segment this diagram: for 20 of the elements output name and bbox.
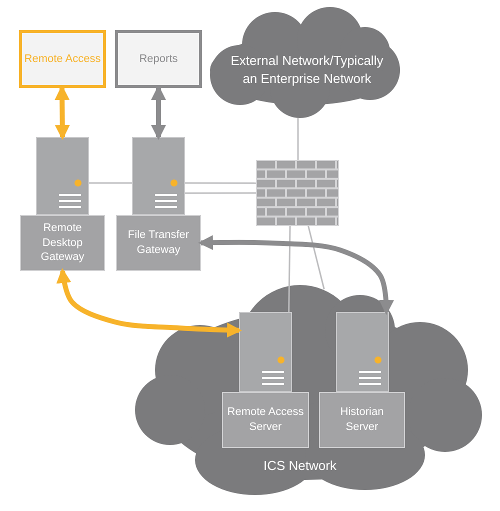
label-box (19, 30, 106, 88)
connector-line (89, 182, 132, 184)
arrow (151, 85, 166, 140)
arrow (56, 268, 242, 338)
cloud-label: External Network/Typically an Enterprise Network (230, 52, 384, 88)
label-box (115, 30, 202, 88)
server-label: Historian Server (339, 405, 385, 435)
connector-line (185, 182, 256, 184)
box-label: Remote Access (24, 52, 101, 66)
connector-line (185, 192, 256, 194)
server-label: File Transfer Gateway (126, 228, 190, 258)
arrow (198, 235, 394, 315)
arrow (54, 85, 70, 140)
connector-line (288, 226, 291, 312)
cloud-label: ICS Network (264, 457, 336, 475)
server-label: Remote Desktop Gateway (40, 220, 86, 266)
connector-line (308, 226, 325, 290)
box-label: Reports (139, 52, 178, 66)
connector-line (297, 118, 299, 160)
server-label: Remote Access Server (226, 405, 305, 435)
